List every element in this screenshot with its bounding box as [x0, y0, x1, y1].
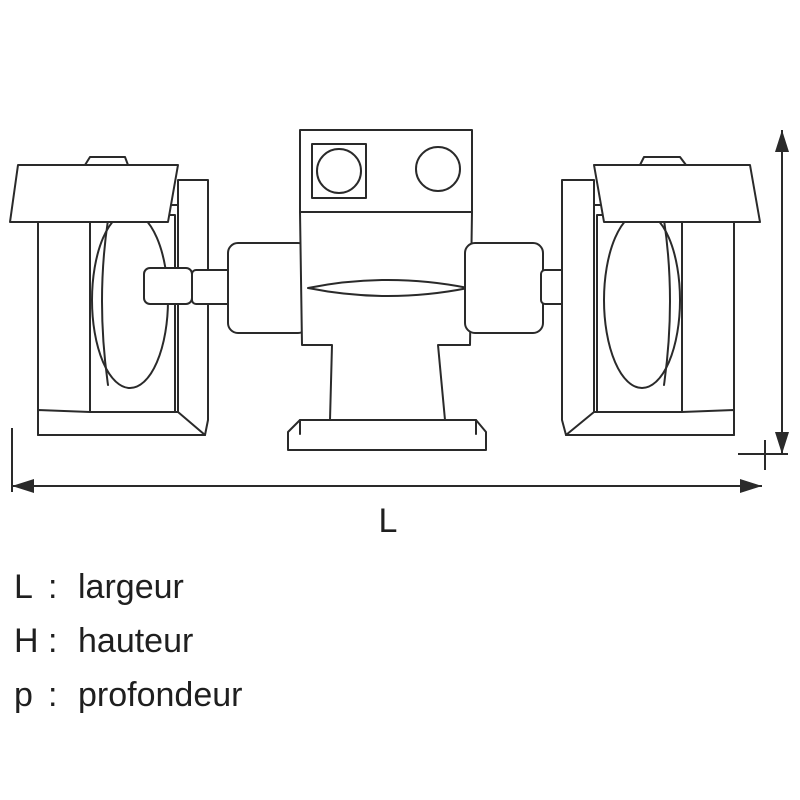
legend-row-height: H : hauteur [14, 614, 414, 668]
switch-button-round [415, 146, 461, 192]
right-grinding-wheel [603, 211, 681, 389]
legend-text: hauteur [78, 622, 194, 660]
right-hood [593, 164, 761, 223]
width-dimension-label: L [379, 502, 398, 540]
left-shaft [143, 267, 233, 305]
switch-box [299, 129, 473, 213]
legend: L : largeur H : hauteur p : profondeur [14, 560, 414, 722]
left-motor-bell [227, 242, 309, 334]
legend-separator: : [48, 676, 58, 714]
left-hood [9, 164, 179, 223]
base-plate [287, 419, 487, 451]
legend-text: profondeur [78, 676, 243, 714]
dimension-height [738, 130, 789, 470]
motor-body [287, 211, 487, 451]
left-wheel-guard [9, 156, 209, 436]
legend-separator: : [48, 568, 58, 606]
legend-text: largeur [78, 568, 184, 606]
legend-symbol: H [14, 622, 39, 660]
right-motor-bell [464, 242, 544, 334]
legend-row-depth: p : profondeur [14, 668, 414, 722]
right-wheel-guard [561, 156, 761, 436]
legend-row-width: L : largeur [14, 560, 414, 614]
legend-symbol: L [14, 568, 33, 606]
legend-separator: : [48, 622, 58, 660]
legend-symbol: p [14, 676, 33, 714]
dimension-width [11, 428, 762, 493]
